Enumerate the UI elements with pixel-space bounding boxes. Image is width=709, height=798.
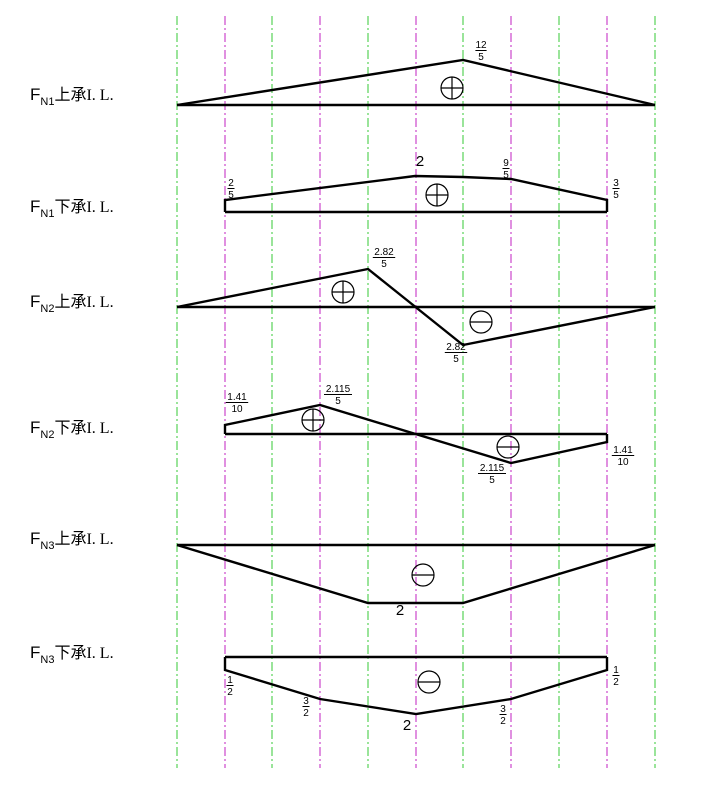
positive-sign-icon (425, 183, 449, 207)
fraction-denominator: 5 (335, 396, 341, 407)
fraction-numerator: 2 (228, 178, 234, 189)
negative-sign-icon (469, 310, 493, 334)
label-subscript: N2 (40, 429, 54, 441)
label-type: 下承 (54, 418, 86, 437)
label-type: 下承 (54, 197, 86, 216)
fraction-numerator: 1.41 (227, 392, 247, 403)
fraction-label: 12 (612, 665, 620, 688)
value-label: 2 (416, 153, 424, 170)
row-label: FN1上承I. L. (30, 85, 114, 108)
positive-sign-icon (301, 408, 325, 432)
label-subscript: N3 (40, 540, 54, 552)
grid-lines (176, 16, 656, 768)
fraction-label: 12 (226, 675, 234, 698)
fraction-label: 125 (475, 40, 487, 63)
negative-sign-icon (496, 435, 520, 459)
fraction-denominator: 2 (500, 716, 506, 727)
label-type: 上承 (54, 85, 86, 104)
label-suffix: I. L. (86, 294, 113, 311)
influence-line (176, 543, 656, 605)
label-symbol: F (30, 418, 40, 437)
fraction-label: 32 (499, 704, 507, 727)
row-label: FN3下承I. L. (30, 643, 114, 666)
fraction-numerator: 9 (503, 158, 509, 169)
influence-line (223, 657, 609, 716)
fraction-denominator: 5 (228, 190, 234, 201)
positive-sign-icon (440, 76, 464, 100)
row-label: FN1下承I. L. (30, 197, 114, 220)
row-label: FN3上承I. L. (30, 529, 114, 552)
fraction-numerator: 3 (303, 696, 309, 707)
influence-line (223, 174, 609, 212)
fraction-numerator: 1 (613, 665, 619, 676)
sign-symbols (301, 76, 520, 694)
fraction-numerator: 2.115 (480, 463, 505, 474)
fraction-denominator: 10 (617, 457, 629, 468)
row-labels: FN1上承I. L.FN1下承I. L.FN2上承I. L.FN2下承I. L.… (30, 85, 114, 666)
negative-sign-icon (417, 670, 441, 694)
label-subscript: N1 (40, 208, 54, 220)
fraction-label: 2.825 (372, 247, 396, 270)
fraction-numerator: 2.82 (374, 247, 394, 258)
label-symbol: F (30, 197, 40, 216)
fraction-denominator: 5 (381, 259, 387, 270)
label-suffix: I. L. (86, 420, 113, 437)
label-symbol: F (30, 643, 40, 662)
fraction-denominator: 5 (453, 354, 459, 365)
label-type: 上承 (54, 292, 86, 311)
fraction-label: 32 (302, 696, 310, 719)
fraction-numerator: 12 (475, 40, 487, 51)
label-subscript: N2 (40, 303, 54, 315)
fraction-numerator: 1.41 (613, 445, 633, 456)
label-suffix: I. L. (86, 531, 113, 548)
fraction-numerator: 1 (227, 675, 233, 686)
influence-line (176, 267, 656, 347)
fraction-numerator: 2.115 (326, 384, 351, 395)
fraction-denominator: 5 (478, 52, 484, 63)
influence-line (176, 58, 656, 107)
fraction-denominator: 5 (489, 475, 495, 486)
row-label: FN2下承I. L. (30, 418, 114, 441)
fraction-denominator: 10 (231, 404, 243, 415)
fraction-denominator: 5 (503, 170, 509, 181)
fraction-label: 2.825 (444, 342, 468, 365)
label-symbol: F (30, 292, 40, 311)
fraction-denominator: 2 (613, 677, 619, 688)
fraction-label: 95 (502, 158, 510, 181)
fraction-denominator: 2 (227, 687, 233, 698)
label-type: 下承 (54, 643, 86, 662)
positive-sign-icon (331, 280, 355, 304)
fraction-denominator: 2 (303, 708, 309, 719)
label-symbol: F (30, 529, 40, 548)
label-suffix: I. L. (86, 87, 113, 104)
label-type: 上承 (54, 529, 86, 548)
value-label: 2 (403, 717, 411, 734)
fraction-label: 25 (227, 178, 235, 201)
influence-shapes (176, 58, 656, 716)
label-subscript: N3 (40, 654, 54, 666)
influence-line (223, 403, 609, 465)
label-subscript: N1 (40, 96, 54, 108)
fraction-denominator: 5 (613, 190, 619, 201)
fraction-numerator: 3 (613, 178, 619, 189)
row-label: FN2上承I. L. (30, 292, 114, 315)
fraction-numerator: 2.82 (446, 342, 466, 353)
negative-sign-icon (411, 563, 435, 587)
label-suffix: I. L. (86, 199, 113, 216)
fraction-label: 35 (612, 178, 620, 201)
value-label: 2 (396, 602, 404, 619)
label-symbol: F (30, 85, 40, 104)
label-suffix: I. L. (86, 645, 113, 662)
fraction-numerator: 3 (500, 704, 506, 715)
